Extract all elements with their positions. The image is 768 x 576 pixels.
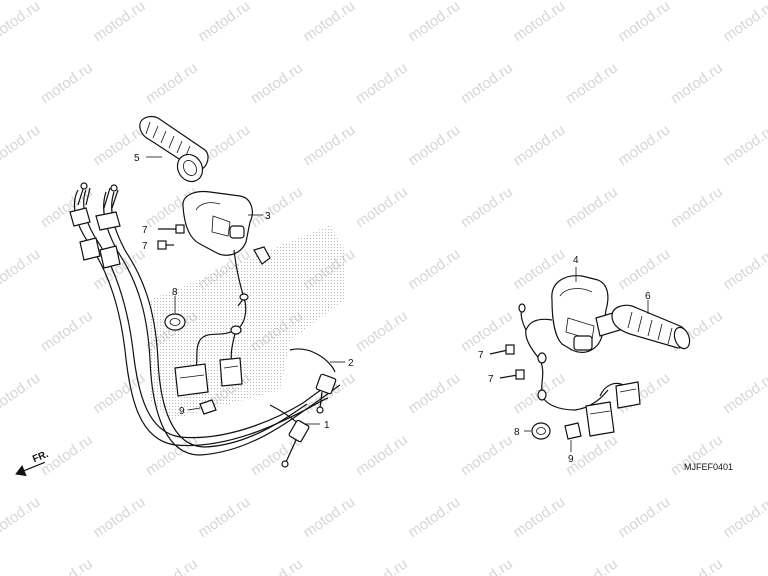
watermark-text: motod.ru bbox=[458, 555, 516, 576]
watermark-text: motod.ru bbox=[0, 245, 43, 293]
watermark-text: motod.ru bbox=[458, 183, 516, 231]
watermark-text: motod.ru bbox=[720, 121, 768, 169]
watermark-text: motod.ru bbox=[405, 0, 463, 45]
wire-clamp-left bbox=[164, 313, 186, 331]
watermark-text: motod.ru bbox=[0, 369, 43, 417]
watermark-text: motod.ru bbox=[405, 369, 463, 417]
watermark-text: motod.ru bbox=[38, 183, 96, 231]
watermark-text: motod.ru bbox=[248, 59, 306, 107]
callout-2: 2 bbox=[348, 358, 354, 369]
watermark-text: motod.ru bbox=[563, 555, 621, 576]
watermark-text: motod.ru bbox=[510, 0, 568, 45]
watermark-text: motod.ru bbox=[38, 59, 96, 107]
bolt-7c bbox=[489, 344, 515, 355]
callout-3: 3 bbox=[265, 211, 271, 222]
watermark-text: motod.ru bbox=[300, 121, 358, 169]
wire-clip-right bbox=[564, 422, 582, 440]
watermark-text: motod.ru bbox=[720, 0, 768, 45]
watermark-text: motod.ru bbox=[615, 121, 673, 169]
watermark-text: motod.ru bbox=[90, 0, 148, 45]
watermark-text: motod.ru bbox=[668, 59, 726, 107]
callout-6: 6 bbox=[645, 291, 651, 302]
watermark-text: motod.ru bbox=[90, 369, 148, 417]
watermark-text: motod.ru bbox=[353, 555, 411, 576]
watermark-text: motod.ru bbox=[615, 0, 673, 45]
callout-7a: 7 bbox=[142, 225, 148, 236]
callout-8b: 8 bbox=[514, 427, 520, 438]
watermark-text: motod.ru bbox=[668, 183, 726, 231]
left-grip bbox=[611, 304, 691, 350]
watermark-text: motod.ru bbox=[248, 555, 306, 576]
wire-clip-left bbox=[199, 399, 217, 415]
callout-9b: 9 bbox=[568, 454, 574, 465]
callout-4: 4 bbox=[573, 255, 579, 266]
callout-9a: 9 bbox=[179, 406, 185, 417]
watermark-text: motod.ru bbox=[720, 493, 768, 541]
callout-7b: 7 bbox=[142, 241, 148, 252]
leader-9a bbox=[187, 407, 201, 411]
watermark-text: motod.ru bbox=[0, 121, 43, 169]
watermark-text: motod.ru bbox=[90, 493, 148, 541]
wire-clamp-right bbox=[531, 422, 551, 440]
watermark-text: motod.ru bbox=[195, 493, 253, 541]
watermark-text: motod.ru bbox=[143, 555, 201, 576]
watermark-text: motod.ru bbox=[248, 183, 306, 231]
watermark-text: motod.ru bbox=[720, 369, 768, 417]
reference-code: MJFEF0401 bbox=[684, 462, 733, 472]
watermark-text: motod.ru bbox=[720, 245, 768, 293]
switch-housing-left bbox=[182, 190, 271, 299]
watermark-text: motod.ru bbox=[405, 121, 463, 169]
watermark-text: motod.ru bbox=[458, 431, 516, 479]
callout-8a: 8 bbox=[172, 287, 178, 298]
callout-5: 5 bbox=[134, 153, 140, 164]
watermark-text: motod.ru bbox=[38, 555, 96, 576]
watermark-text: motod.ru bbox=[563, 183, 621, 231]
watermark-text: motod.ru bbox=[668, 555, 726, 576]
watermark-text: motod.ru bbox=[668, 431, 726, 479]
watermark-text: motod.ru bbox=[353, 59, 411, 107]
watermark-text: motod.ru bbox=[38, 307, 96, 355]
watermark-text: motod.ru bbox=[405, 245, 463, 293]
watermark-text: motod.ru bbox=[615, 493, 673, 541]
watermark-text: motod.ru bbox=[353, 307, 411, 355]
watermark-text: motod.ru bbox=[510, 493, 568, 541]
watermark-text: motod.ru bbox=[353, 183, 411, 231]
watermark-text: motod.ru bbox=[300, 0, 358, 45]
switch-wiring-right bbox=[518, 303, 641, 437]
bolt-7b bbox=[157, 240, 174, 250]
callout-7c: 7 bbox=[478, 350, 484, 361]
watermark-text: motod.ru bbox=[300, 493, 358, 541]
watermark-text: motod.ru bbox=[143, 431, 201, 479]
watermark-text: motod.ru bbox=[195, 0, 253, 45]
switch-housing-right bbox=[551, 275, 621, 353]
bolt-7d bbox=[499, 369, 525, 380]
bolt-7a bbox=[158, 224, 185, 234]
callout-7d: 7 bbox=[488, 374, 494, 385]
switch-wiring-left bbox=[174, 293, 249, 397]
throttle-grip bbox=[139, 115, 209, 183]
callout-1: 1 bbox=[324, 420, 330, 431]
watermark-text: motod.ru bbox=[0, 493, 43, 541]
watermark-text: motod.ru bbox=[458, 59, 516, 107]
watermark-text: motod.ru bbox=[0, 0, 43, 45]
watermark-text: motod.ru bbox=[143, 59, 201, 107]
watermark-text: motod.ru bbox=[615, 245, 673, 293]
watermark-text: motod.ru bbox=[405, 493, 463, 541]
watermark-text: motod.ru bbox=[563, 59, 621, 107]
watermark-text: motod.ru bbox=[510, 121, 568, 169]
watermark-text: motod.ru bbox=[353, 431, 411, 479]
throttle-cables bbox=[69, 182, 341, 468]
